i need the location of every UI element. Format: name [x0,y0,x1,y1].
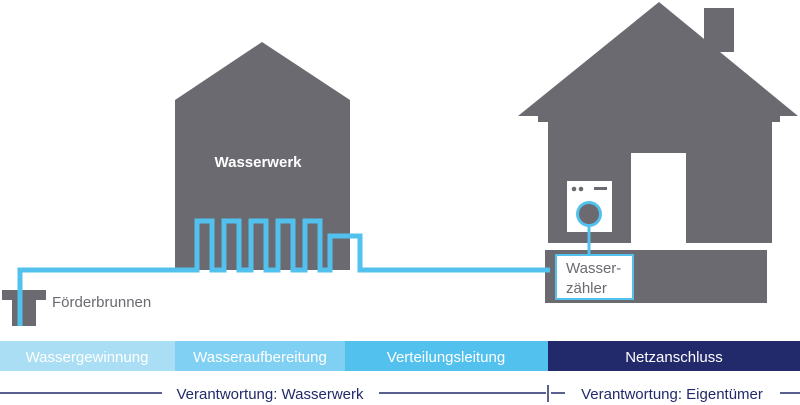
stage-label-wasseraufbereitung: Wasseraufbereitung [193,349,327,366]
stage-bar-wassergewinnung [0,341,175,371]
water-pipe [17,218,550,326]
water-meter-label-line2: zähler [566,280,607,297]
stage-bar-netzanschluss [548,341,800,371]
water-meter-label-line1: Wasser- [566,260,621,277]
waterworks-building [175,42,350,270]
waterworks-label: Wasserwerk [215,154,303,171]
water-meter-box [555,254,634,300]
house-door [631,153,686,245]
stage-bar-wasseraufbereitung [175,341,345,371]
washing-machine-icon [567,181,612,232]
stage-label-wassergewinnung: Wassergewinnung [26,349,149,366]
stage-label-verteilungsleitung: Verteilungsleitung [387,349,505,366]
stage-bar-verteilungsleitung [345,341,548,371]
responsibility-owner: Verantwortung: Eigentümer [581,386,763,403]
well-icon [2,290,46,326]
well-label: Förderbrunnen [52,294,151,311]
stage-label-netzanschluss: Netzanschluss [625,349,723,366]
responsibility-waterworks: Verantwortung: Wasserwerk [176,386,364,403]
